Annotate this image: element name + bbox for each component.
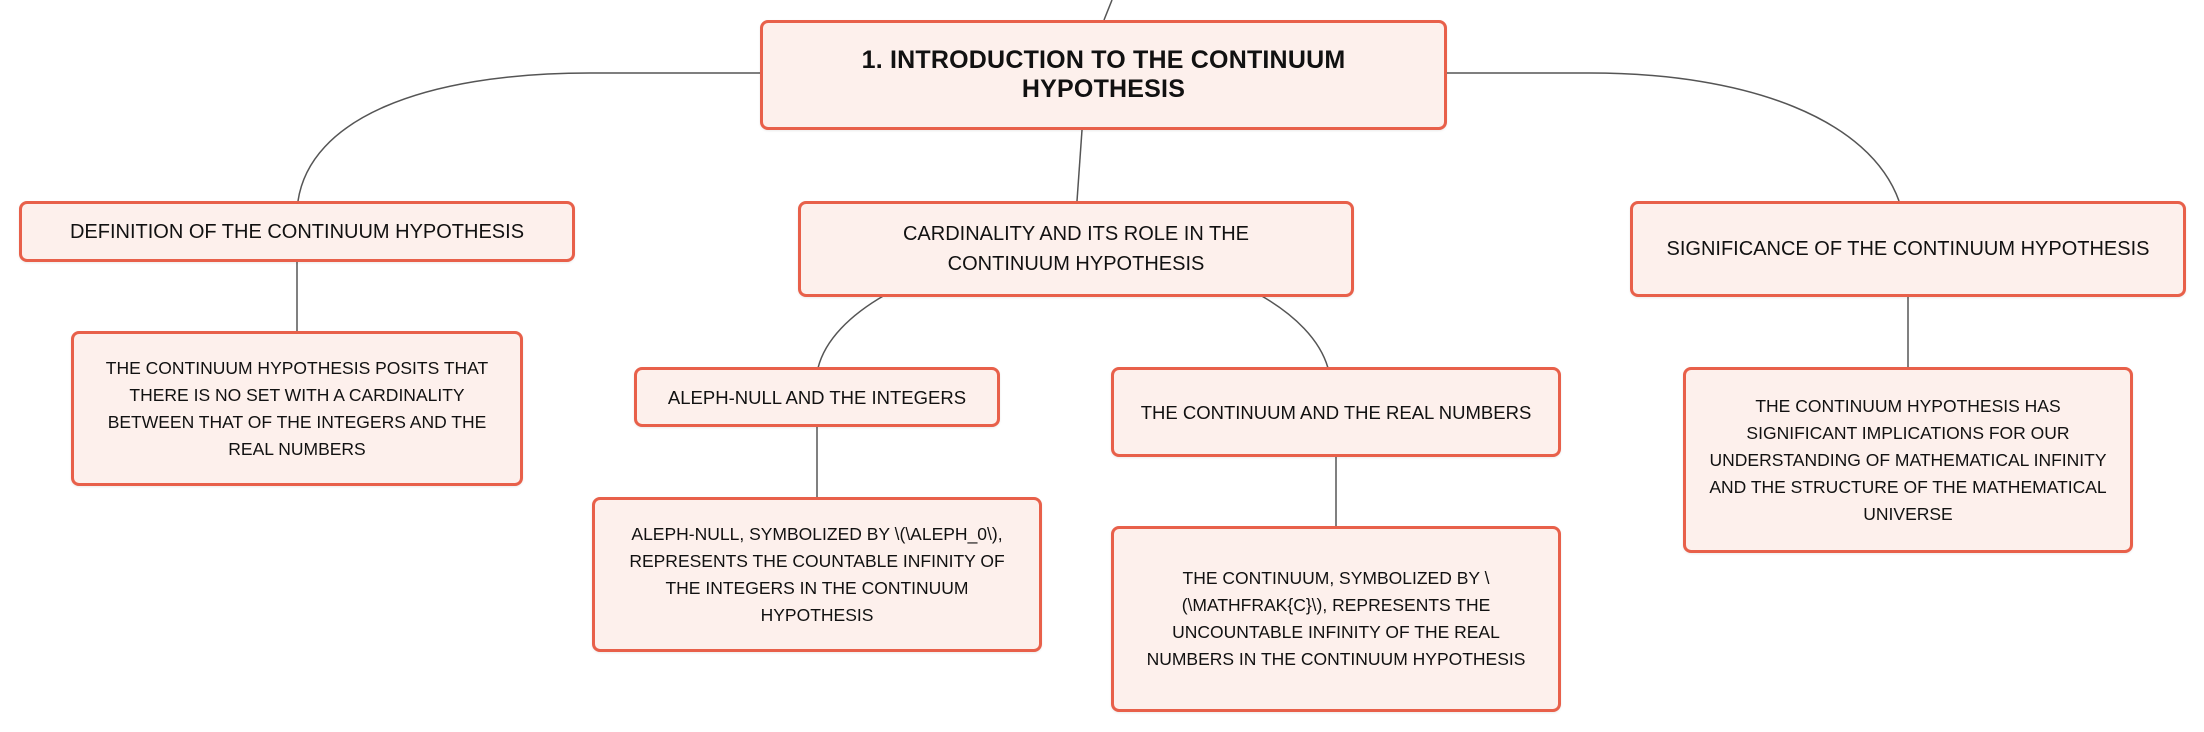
connector-root-to-definition [297, 72, 760, 202]
continuum-node[interactable]: THE CONTINUUM AND THE REAL NUMBERS [1111, 367, 1561, 457]
connector-cardinality-to-continuum [1259, 294, 1329, 369]
root-topic-label: 1. INTRODUCTION TO THE CONTINUUM HYPOTHE… [861, 46, 1346, 103]
definition-detail-text: THE CONTINUUM HYPOTHESIS POSITS THAT THE… [105, 357, 489, 459]
continuum-detail-text: THE CONTINUUM, SYMBOLIZED BY \(\MATHFRAK… [1146, 568, 1526, 669]
aleph-null-node[interactable]: ALEPH-NULL AND THE INTEGERS [634, 367, 1000, 427]
aleph-null-label: ALEPH-NULL AND THE INTEGERS [667, 386, 967, 408]
aleph-null-detail-text: ALEPH-NULL, SYMBOLIZED BY \(\ALEPH_0\), … [629, 523, 1005, 625]
connector-cardinality-to-aleph-null [817, 294, 886, 369]
definition-node[interactable]: DEFINITION OF THE CONTINUUM HYPOTHESIS [19, 201, 575, 262]
connector-root-to-cardinality [1076, 129, 1083, 202]
connector-parent-to-root [1103, 0, 1113, 21]
cardinality-label: CARDINALITY AND ITS ROLE IN THE CONTINUU… [902, 223, 1249, 275]
cardinality-node[interactable]: CARDINALITY AND ITS ROLE IN THE CONTINUU… [798, 201, 1354, 297]
significance-node[interactable]: SIGNIFICANCE OF THE CONTINUUM HYPOTHESIS [1630, 201, 2186, 297]
definition-label: DEFINITION OF THE CONTINUUM HYPOTHESIS [69, 220, 525, 243]
definition-detail-node[interactable]: THE CONTINUUM HYPOTHESIS POSITS THAT THE… [71, 331, 523, 486]
continuum-detail-node[interactable]: THE CONTINUUM, SYMBOLIZED BY \(\MATHFRAK… [1111, 526, 1561, 712]
aleph-null-detail-node[interactable]: ALEPH-NULL, SYMBOLIZED BY \(\ALEPH_0\), … [592, 497, 1042, 652]
root-topic-node[interactable]: 1. INTRODUCTION TO THE CONTINUUM HYPOTHE… [760, 20, 1447, 130]
connector-root-to-significance [1447, 72, 1900, 202]
significance-detail-text: THE CONTINUUM HYPOTHESIS HAS SIGNIFICANT… [1709, 395, 2107, 524]
significance-detail-node[interactable]: THE CONTINUUM HYPOTHESIS HAS SIGNIFICANT… [1683, 367, 2133, 553]
continuum-label: THE CONTINUUM AND THE REAL NUMBERS [1140, 401, 1532, 423]
significance-label: SIGNIFICANCE OF THE CONTINUUM HYPOTHESIS [1666, 238, 2150, 260]
